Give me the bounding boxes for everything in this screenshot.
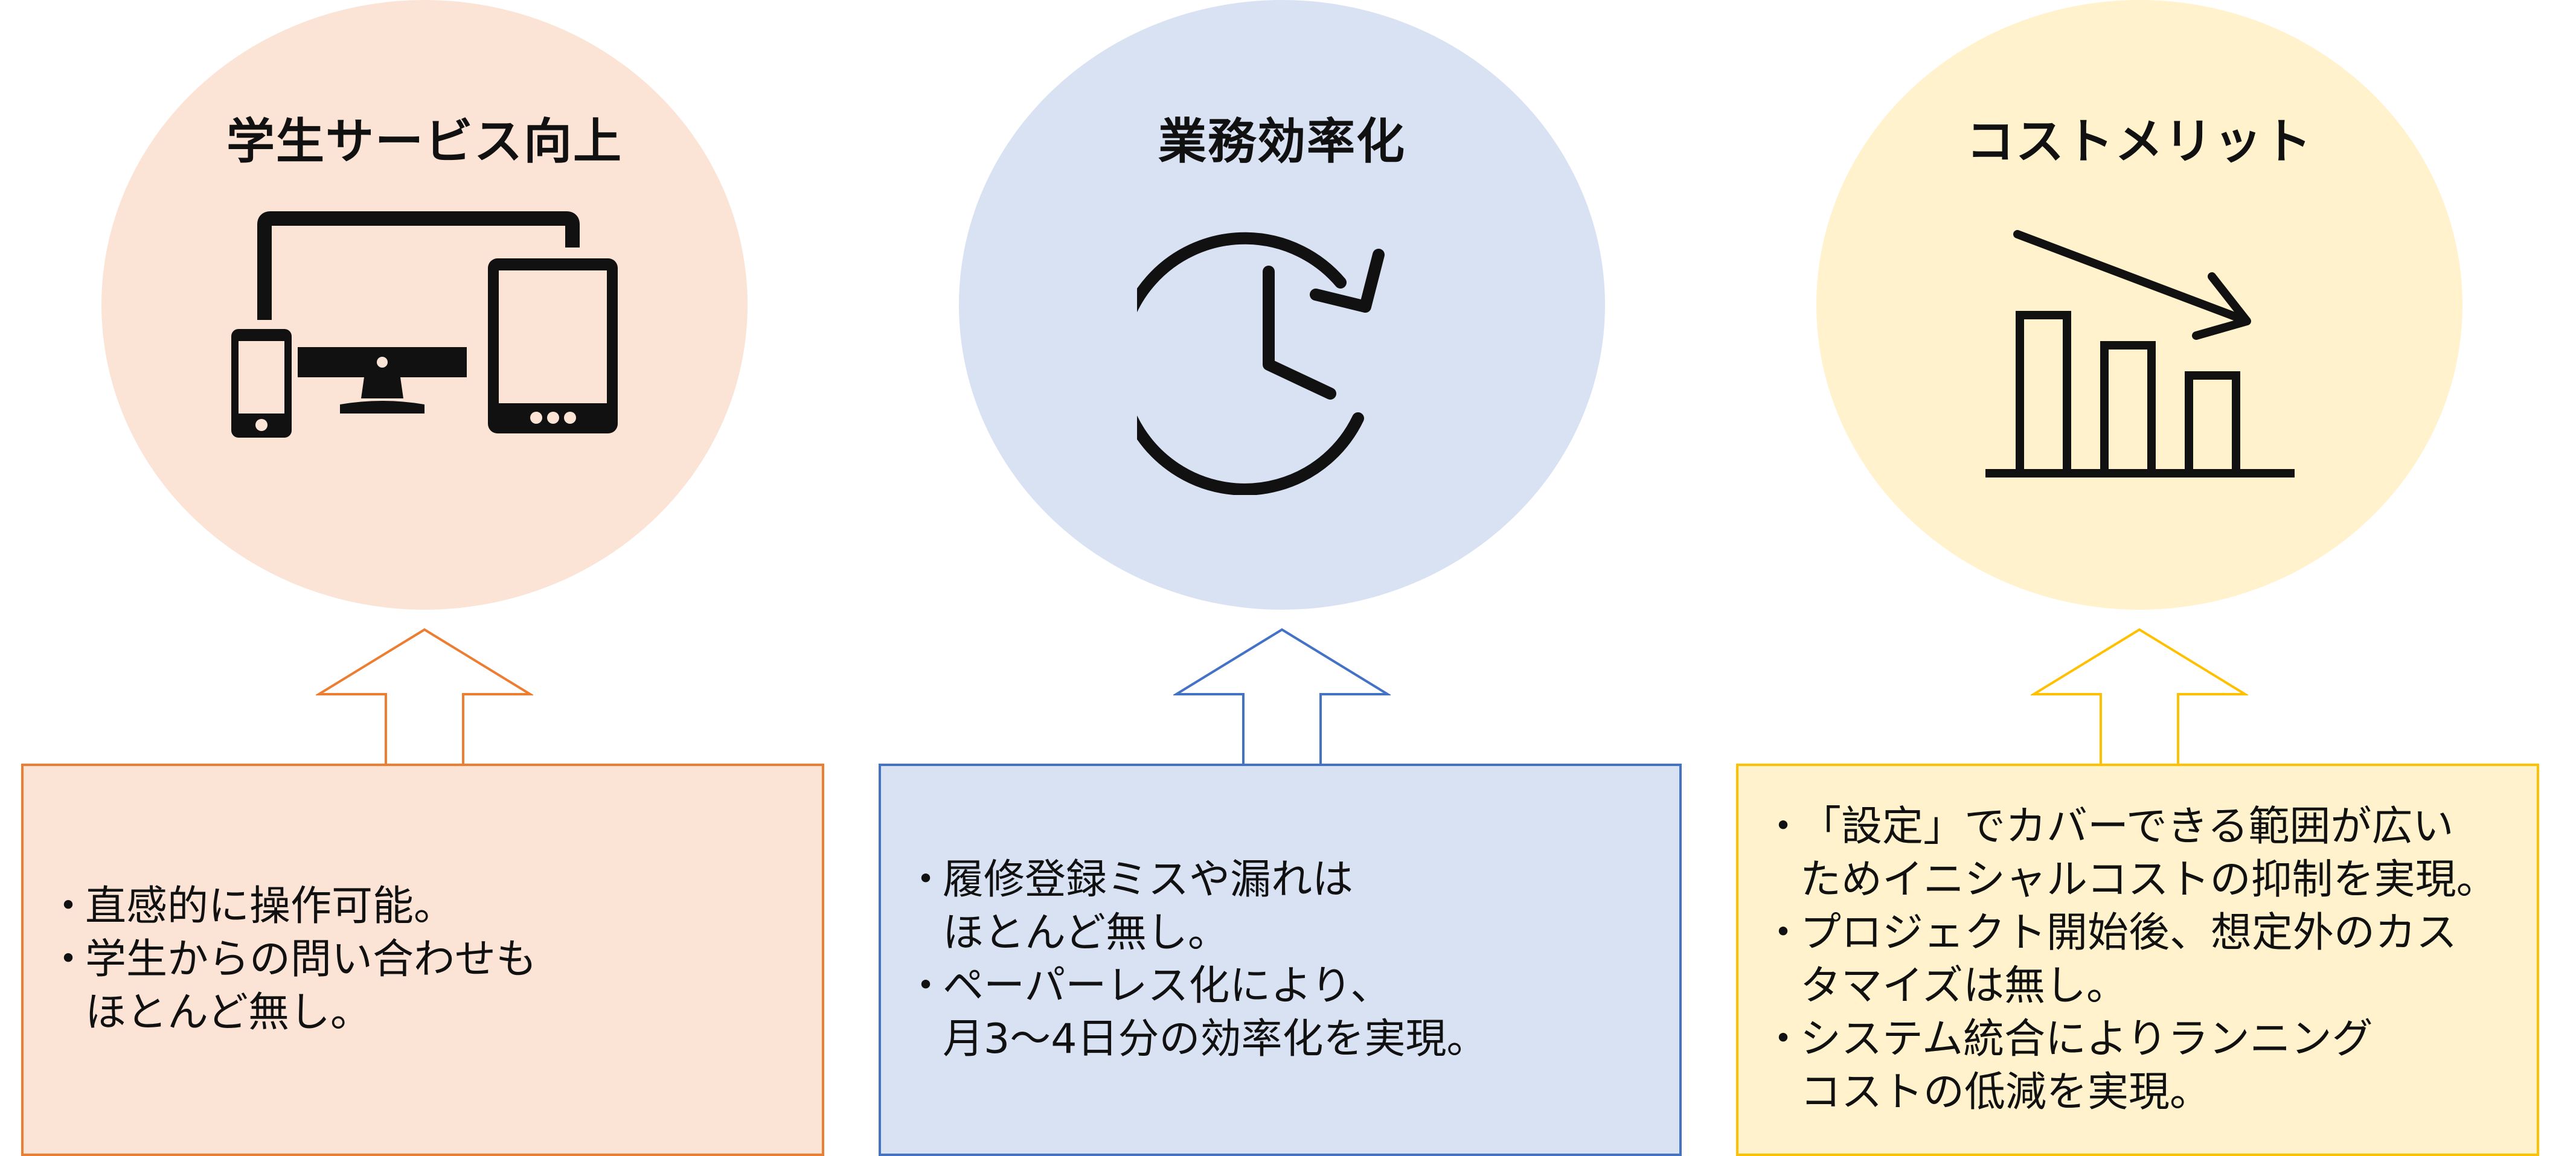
- cost-merit-circle: コストメリット: [1816, 0, 2462, 610]
- student-service-box: ・直感的に操作可能。・学生からの問い合わせもほとんど無し。: [21, 764, 824, 1156]
- cost-merit-box: ・「設定」でカバーできる範囲が広いためイニシャルコストの抑制を実現。・プロジェク…: [1736, 764, 2539, 1156]
- cost-merit-title: コストメリット: [1966, 113, 2313, 170]
- student-service-list: ・直感的に操作可能。・学生からの問い合わせもほとんど無し。: [24, 880, 537, 1039]
- declining-bar-chart-icon: [1985, 230, 2295, 477]
- student-service-circle: 学生サービス向上: [101, 0, 748, 610]
- yellow-up-arrow: [2031, 628, 2248, 767]
- list-item-line: 履修登録ミスや漏れは: [943, 856, 1354, 904]
- bullet-mark: ・: [1763, 1015, 1804, 1063]
- bullet-mark: ・: [905, 856, 947, 904]
- list-item-line: ペーパーレス化により、: [943, 962, 1392, 1010]
- devices-icon: [231, 211, 618, 438]
- list-item: ・「設定」でカバーできる範囲が広いためイニシャルコストの抑制を実現。: [1763, 800, 2498, 907]
- list-item-line: ほとんど無し。: [85, 989, 371, 1036]
- orange-up-arrow: [316, 628, 533, 767]
- list-item-line: タマイズは無し。: [1800, 962, 2127, 1010]
- list-item: ・ペーパーレス化により、月3〜4日分の効率化を実現。: [905, 960, 1488, 1066]
- cost-merit-list: ・「設定」でカバーできる範囲が広いためイニシャルコストの抑制を実現。・プロジェク…: [1738, 800, 2498, 1119]
- bullet-mark: ・: [48, 883, 89, 930]
- student-service-title: 学生サービス向上: [226, 113, 623, 170]
- list-item-line: プロジェクト開始後、想定外のカス: [1800, 909, 2458, 957]
- list-item-line: 月3〜4日分の効率化を実現。: [943, 1015, 1488, 1063]
- list-item: ・直感的に操作可能。: [48, 880, 537, 933]
- list-item-line: コストの低減を実現。: [1800, 1068, 2211, 1116]
- blue-up-arrow: [1173, 628, 1391, 767]
- bullet-mark: ・: [905, 962, 947, 1010]
- list-item: ・システム統合によりランニングコストの低減を実現。: [1763, 1013, 2498, 1119]
- clock-refresh-icon: [1137, 232, 1385, 495]
- efficiency-title: 業務効率化: [1158, 113, 1406, 170]
- list-item-line: 直感的に操作可能。: [85, 883, 455, 930]
- efficiency-circle: 業務効率化: [959, 0, 1605, 610]
- bullet-mark: ・: [48, 936, 89, 983]
- list-item: ・学生からの問い合わせもほとんど無し。: [48, 933, 537, 1039]
- list-item-line: 学生からの問い合わせも: [85, 936, 537, 983]
- list-item-line: ためイニシャルコストの抑制を実現。: [1800, 856, 2498, 904]
- list-item: ・プロジェクト開始後、想定外のカスタマイズは無し。: [1763, 907, 2498, 1013]
- bullet-mark: ・: [1763, 803, 1804, 851]
- efficiency-list: ・履修登録ミスや漏れはほとんど無し。・ペーパーレス化により、月3〜4日分の効率化…: [881, 854, 1488, 1066]
- list-item-line: システム統合によりランニング: [1800, 1015, 2373, 1063]
- efficiency-box: ・履修登録ミスや漏れはほとんど無し。・ペーパーレス化により、月3〜4日分の効率化…: [879, 764, 1682, 1156]
- bullet-mark: ・: [1763, 909, 1804, 957]
- list-item-line: ほとんど無し。: [943, 909, 1229, 957]
- list-item-line: 「設定」でカバーできる範囲が広い: [1800, 803, 2454, 851]
- list-item: ・履修登録ミスや漏れはほとんど無し。: [905, 854, 1488, 960]
